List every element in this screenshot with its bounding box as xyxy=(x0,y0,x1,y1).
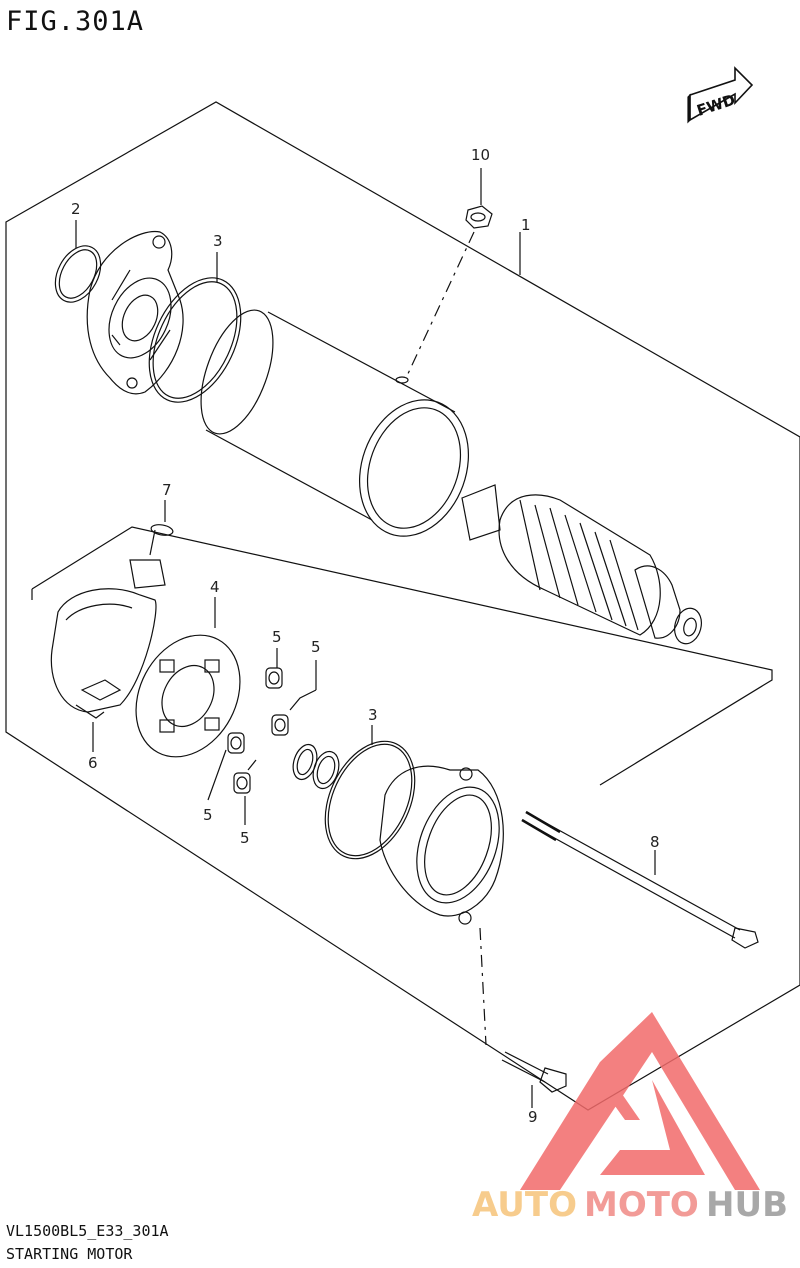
through-bolt-part-8 xyxy=(521,810,759,949)
callout-8: 8 xyxy=(650,833,660,851)
callout-5-d: 5 xyxy=(240,829,250,847)
callout-9: 9 xyxy=(528,1108,538,1126)
brush-assembly-outline xyxy=(31,526,773,786)
washer-part-7 xyxy=(150,524,174,536)
brush-part-5-b xyxy=(271,689,317,736)
callout-2: 2 xyxy=(71,200,81,218)
brush-part-5-a xyxy=(265,667,283,689)
brush-holder-shell-part-6 xyxy=(50,529,166,719)
nut-part-10 xyxy=(465,205,493,229)
watermark-moto: MOTO xyxy=(584,1185,699,1225)
callout-7: 7 xyxy=(162,481,172,499)
callout-5-b: 5 xyxy=(311,638,321,656)
armature-rotor xyxy=(461,484,702,645)
watermark-hub: HUB xyxy=(706,1185,788,1225)
o-ring-part-2 xyxy=(54,245,102,303)
watermark-logo: AUTO MOTO HUB xyxy=(472,1012,788,1225)
rear-end-cover xyxy=(379,765,504,925)
watermark-auto: AUTO xyxy=(472,1185,577,1225)
fwd-arrow-icon xyxy=(687,66,754,124)
callout-3-lower: 3 xyxy=(368,706,378,724)
watermark-triangle-icon xyxy=(520,1012,760,1190)
callout-4: 4 xyxy=(210,578,220,596)
callout-10: 10 xyxy=(471,146,490,164)
brush-part-5-d xyxy=(233,759,257,794)
bolt-part-9 xyxy=(501,1051,567,1093)
callout-5-a: 5 xyxy=(272,628,282,646)
front-cover-housing xyxy=(86,230,184,395)
assembly-outline-box xyxy=(5,101,800,1111)
callout-3-upper: 3 xyxy=(213,232,223,250)
yoke-housing-part-1 xyxy=(200,309,470,537)
washer-rear-2 xyxy=(312,750,340,790)
brush-plate-part-4 xyxy=(135,634,241,758)
brush-part-5-c xyxy=(227,732,245,754)
footer-name: STARTING MOTOR xyxy=(6,1245,133,1263)
o-ring-part-3-upper xyxy=(148,277,242,403)
figure-title: FIG.301A xyxy=(6,6,145,37)
callout-6: 6 xyxy=(88,754,98,772)
footer-code: VL1500BL5_E33_301A xyxy=(6,1222,169,1240)
callout-5-c: 5 xyxy=(203,806,213,824)
callout-1: 1 xyxy=(521,216,531,234)
o-ring-part-3-lower xyxy=(324,740,416,860)
